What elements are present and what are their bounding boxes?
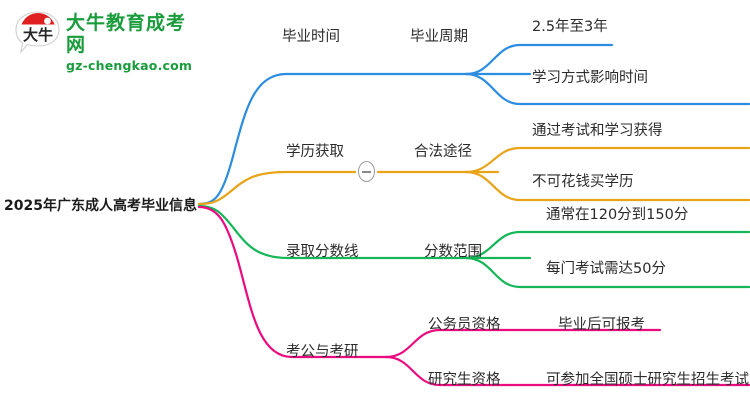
logo-mark-icon: 大牛 [15,11,60,54]
connector-branch1-leaf2 [464,72,750,106]
branch1-leaf-2[interactable]: 学习方式影响时间 [532,70,648,86]
connector-branch2-leaf2 [464,170,750,202]
branch2-level2-label[interactable]: 合法途径 [414,144,472,160]
connector-branch2-leaf1 [464,146,750,174]
logo-text-block: 大牛教育成考网 gz-chengkao.com [66,12,204,74]
connector-branch3-leaf2 [464,256,750,289]
minus-icon [362,171,371,173]
connector-branch4-sub1 [384,328,532,359]
branch2-level1-label[interactable]: 学历获取 [286,144,344,160]
logo-brand-cn: 大牛教育成考网 [66,12,187,56]
branch3-leaf-2[interactable]: 每门考试需达50分 [546,261,666,277]
branch4-level2-label-1[interactable]: 公务员资格 [428,317,501,333]
branch4-leaf-1[interactable]: 毕业后可报考 [558,317,645,333]
root-node[interactable]: 2025年广东成人高考毕业信息 [4,198,197,214]
branch3-leaf-1[interactable]: 通常在120分到150分 [546,207,689,223]
collapse-toggle-button[interactable] [358,161,375,182]
connector-root-branch4 [197,205,388,359]
logo-brand-en: gz-chengkao.com [66,58,193,73]
branch4-level1-label[interactable]: 考公与考研 [286,344,359,360]
svg-text:大牛: 大牛 [23,26,53,44]
branch1-leaf-1[interactable]: 2.5年至3年 [532,19,608,35]
connector-root-branch2 [197,170,357,206]
connector-root-branch1 [197,72,532,206]
branch2-leaf-1[interactable]: 通过考试和学习获得 [532,123,663,139]
branch1-level2-label[interactable]: 毕业周期 [410,29,468,45]
connector-branch4-sub2 [384,355,532,387]
connector-branch3-leaf1 [464,230,750,260]
connector-branch1-leaf1 [464,43,614,76]
branch3-level2-label[interactable]: 分数范围 [424,244,482,260]
site-logo[interactable]: 大牛 大牛教育成考网 gz-chengkao.com [14,8,204,73]
branch4-leaf-2[interactable]: 可参加全国硕士研究生招生考试 [546,372,749,388]
connector-root-branch3 [197,204,532,260]
branch4-level2-label-2[interactable]: 研究生资格 [428,372,501,388]
branch3-level1-label[interactable]: 录取分数线 [286,244,359,260]
branch2-leaf-2[interactable]: 不可花钱买学历 [532,174,634,190]
branch1-level1-label[interactable]: 毕业时间 [282,29,340,45]
